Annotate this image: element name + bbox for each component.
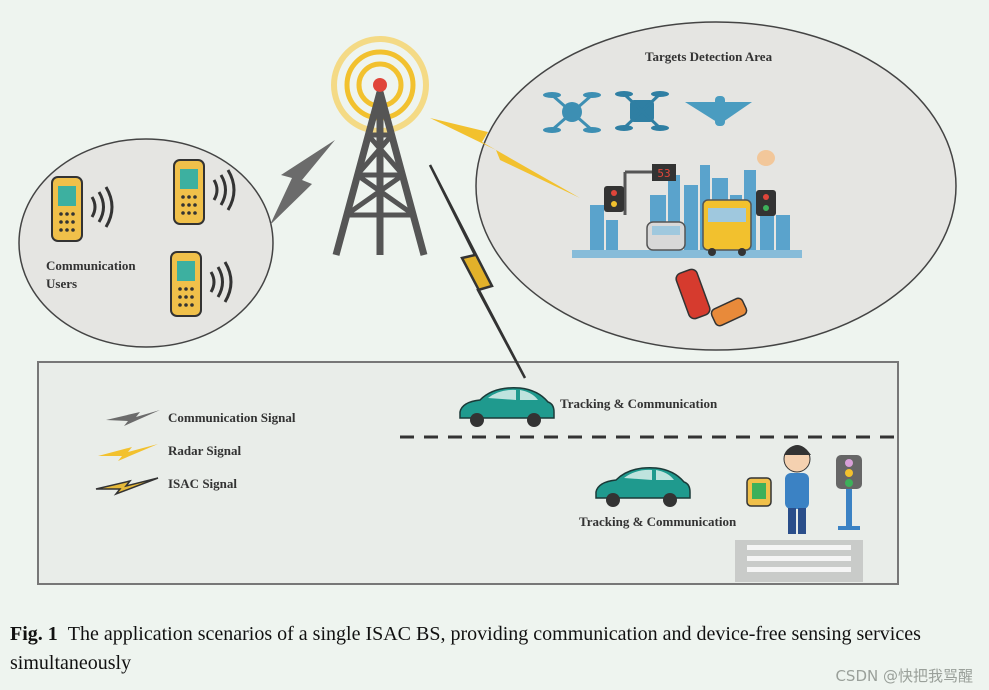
car-icon bbox=[459, 387, 555, 427]
tracking-label-1: Tracking & Communication bbox=[560, 396, 718, 411]
fixed-wing-drone-icon bbox=[685, 96, 752, 126]
tracking-label-2: Tracking & Communication bbox=[579, 514, 737, 529]
legend-isac-bolt bbox=[95, 477, 159, 496]
communication-signal-bolt bbox=[270, 140, 335, 225]
legend-radar-label: Radar Signal bbox=[168, 443, 241, 458]
pedestrian-icon bbox=[783, 445, 811, 534]
sun-icon bbox=[757, 150, 775, 166]
white-car-icon bbox=[646, 221, 686, 251]
drone-icon bbox=[615, 91, 669, 131]
comm-users-label-2: Users bbox=[46, 276, 77, 291]
drone-icon bbox=[543, 92, 601, 133]
isac-scenario-diagram: Communication Users Targets Detection Ar… bbox=[18, 21, 957, 585]
phone-icon bbox=[51, 176, 114, 242]
watermark: CSDN @快把我骂醒 bbox=[835, 667, 973, 685]
legend-isac-label: ISAC Signal bbox=[168, 476, 237, 491]
speed-sign-value: 53 bbox=[657, 167, 670, 180]
legend-communication-bolt bbox=[106, 410, 160, 426]
communication-users-area bbox=[18, 138, 274, 348]
school-bus-icon bbox=[702, 199, 752, 256]
crashed-cars-icon bbox=[675, 268, 748, 327]
caption-text: The application scenarios of a single IS… bbox=[10, 623, 921, 674]
comm-users-label-1: Communication bbox=[46, 258, 136, 273]
car-icon bbox=[595, 467, 691, 507]
base-station-tower-icon bbox=[331, 36, 429, 256]
target-area-title: Targets Detection Area bbox=[645, 49, 773, 64]
phone-icon bbox=[173, 159, 236, 225]
radar-signal-bolt bbox=[430, 118, 580, 198]
caption-label: Fig. 1 bbox=[10, 623, 58, 645]
pedestrian-traffic-light-icon bbox=[836, 455, 862, 530]
phone-icon bbox=[170, 251, 233, 317]
isac-signal-bolt bbox=[428, 164, 527, 379]
crosswalk bbox=[735, 540, 863, 582]
legend-radar-bolt bbox=[98, 444, 158, 461]
smartphone-icon bbox=[746, 477, 772, 507]
traffic-light-icon bbox=[756, 190, 776, 216]
speed-sign bbox=[623, 164, 676, 215]
traffic-light-icon bbox=[604, 186, 624, 212]
legend-communication-label: Communication Signal bbox=[168, 410, 296, 425]
